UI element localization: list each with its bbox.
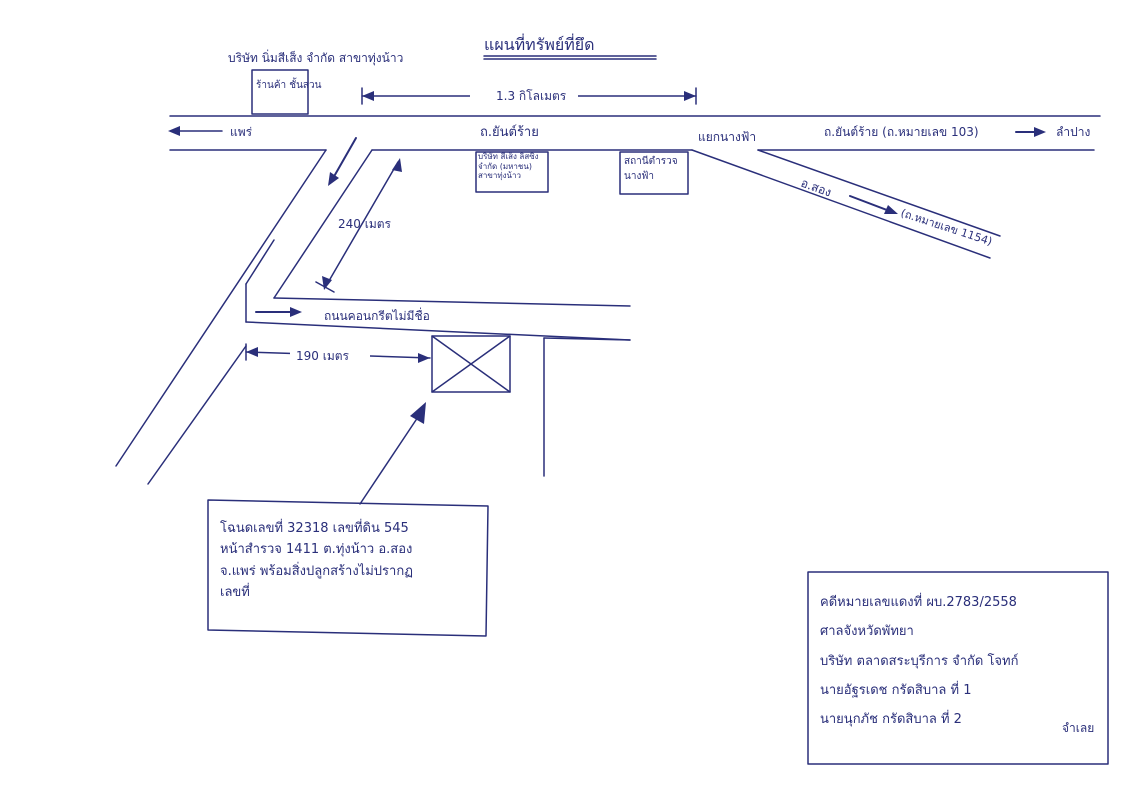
arrow-head	[684, 91, 696, 101]
dist-240m-tick	[315, 281, 335, 293]
shop-label-text: ร้านค้า ชั้นส่วน	[256, 77, 322, 91]
defendant-1: นายอัฐรเดช กรัดสิบาล ที่ 1	[820, 682, 972, 698]
dist-1-3km-label: 1.3 กิโลเมตร	[496, 89, 567, 103]
diagonal-road-edge	[147, 345, 247, 485]
diagonal-arrow	[331, 137, 357, 181]
property-line-1: โฉนดเลขที่ 32318 เลขที่ดิน 545	[220, 521, 409, 536]
arrow-head	[246, 347, 258, 357]
police-station-building	[619, 151, 689, 195]
court-name: ศาลจังหวัดพัทยา	[820, 624, 914, 640]
property-line-3: จ.แพร่ พร้อมสิ่งปลูกสร้างไม่ปรากฏ	[220, 563, 413, 579]
shop-building	[251, 69, 309, 115]
police-label: สถานีตำรวจ นางฟ้า	[624, 156, 678, 182]
company-bottom-label-wrap: บริษัท สีเส็ง ลิสซิ่ง จำกัด (มหาชน) สาขา…	[478, 152, 539, 181]
defendant-2: นายนุกภัช กรัดสิบาล ที่ 2	[820, 712, 962, 727]
property-info-box-border	[207, 499, 489, 637]
arrow-head	[168, 126, 180, 136]
arrow-head	[290, 307, 302, 317]
property-info-text: โฉนดเลขที่ 32318 เลขที่ดิน 545 หน้าสำรวจ…	[220, 518, 413, 604]
road-main-label: ถ.ยันต์ร้าย	[480, 124, 539, 140]
dist-190m-label: 190 เมตร	[296, 349, 350, 363]
parcel-cross	[431, 335, 511, 393]
road-east-label: ถ.ยันต์ร้าย (ถ.หมายเลข 103)	[824, 125, 979, 139]
police-label-wrap: สถานีตำรวจ นางฟ้า	[624, 156, 678, 182]
map-title: แผนที่ทรัพย์ที่ยึด	[484, 33, 595, 54]
defendant-side-label: จำเลย	[1062, 721, 1095, 735]
case-info-box-border	[807, 571, 1109, 765]
to-phrae-label: แพร่	[230, 125, 253, 139]
company-top-label: บริษัท นิ่มสีเส็ง จำกัด สาขาทุ่งน้าว	[228, 49, 403, 66]
concrete-road-bottom-edge	[245, 321, 631, 341]
case-number: คดีหมายเลขแดงที่ ผบ.2783/2558	[820, 595, 1017, 610]
dist-label-bg	[470, 86, 578, 104]
property-line-2: หน้าสำรวจ 1411 ต.ทุ่งน้าว อ.สอง	[220, 542, 413, 558]
arrow-head	[418, 353, 430, 363]
case-info-text: คดีหมายเลขแดงที่ ผบ.2783/2558 ศาลจังหวัด…	[820, 588, 1018, 734]
dist-240m-line	[325, 161, 399, 287]
road-1154-edge	[757, 149, 1001, 237]
side-road-edge	[543, 337, 631, 341]
dist-240m-label: 240 เมตร	[338, 217, 392, 231]
arrow-head	[362, 91, 374, 101]
arrow-head	[328, 172, 339, 186]
company-bottom-building	[475, 151, 549, 193]
shop-label: ร้านค้า ชั้นส่วน	[256, 77, 322, 91]
road-song-label: อ.สอง	[799, 176, 833, 200]
diagonal-road-edge	[115, 149, 327, 467]
road-1154-edge	[691, 149, 991, 259]
diagonal-road-edge	[245, 239, 275, 285]
junction-label: แยกนางฟ้า	[698, 130, 756, 144]
property-line-4: เลขที่	[220, 585, 250, 601]
road-1154-arrow	[849, 195, 893, 213]
arrow-head	[1034, 127, 1046, 137]
diagonal-road-edge	[273, 149, 373, 299]
dist-label-bg	[290, 346, 370, 364]
to-lampang-label: ลำปาง	[1056, 125, 1090, 139]
concrete-road-top-edge	[273, 297, 631, 307]
plaintiff: บริษัท ตลาดสระบุรีการ จำกัด โจทก์	[820, 653, 1019, 669]
property-pointer	[359, 413, 421, 505]
company-bottom-label: บริษัท สีเส็ง ลิสซิ่ง จำกัด (มหาชน) สาขา…	[478, 152, 539, 181]
arrow-head	[410, 402, 426, 424]
arrow-head	[392, 158, 402, 172]
arrow-head	[884, 205, 898, 214]
property-parcel	[431, 335, 511, 393]
concrete-road-label: ถนนคอนกรีตไม่มีชื่อ	[324, 307, 430, 323]
